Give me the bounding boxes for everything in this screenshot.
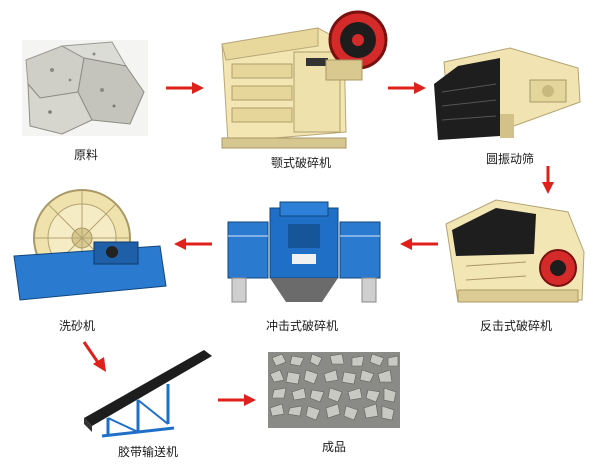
arrow-diagonal-icon: [82, 341, 106, 372]
vibrating-screen-image: [434, 47, 581, 140]
jaw-crusher-label: 颚式破碎机: [270, 156, 331, 170]
sand-washer-label: 洗砂机: [58, 319, 95, 333]
vibrating-screen-node: [430, 44, 590, 144]
finished-product-node: [268, 352, 400, 428]
raw-stone-image: [22, 40, 148, 136]
sand-washer-image: [13, 189, 167, 301]
arrow-right-icon: [388, 82, 426, 94]
impact-crusher-node: [436, 196, 596, 308]
arrow-right-icon: [166, 82, 204, 94]
vibrating-screen-label: 圆振动筛: [485, 152, 534, 166]
arrow-left-icon: [400, 238, 438, 250]
vsi-crusher-node: [218, 198, 390, 308]
raw-material-label: 原料: [73, 148, 98, 162]
belt-conveyor-label: 胶带输送机: [117, 445, 178, 459]
impact-crusher-label: 反击式破碎机: [479, 319, 552, 333]
vsi-crusher-label: 冲击式破碎机: [265, 319, 338, 333]
arrow-right-icon: [218, 394, 256, 406]
arrow-down-icon: [542, 166, 554, 194]
belt-conveyor-image: [84, 350, 212, 438]
jaw-crusher-node: [208, 2, 388, 152]
belt-conveyor-node: [78, 344, 218, 440]
finished-gravel-image: [268, 352, 400, 428]
finished-product-label: 成品: [321, 440, 346, 454]
impact-crusher-image: [445, 199, 585, 303]
vertical-shaft-impact-crusher-image: [227, 201, 381, 303]
arrow-left-icon: [174, 238, 212, 250]
raw-material-node: [22, 40, 148, 136]
sand-washer-node: [10, 186, 170, 308]
jaw-crusher-image: [221, 10, 388, 149]
